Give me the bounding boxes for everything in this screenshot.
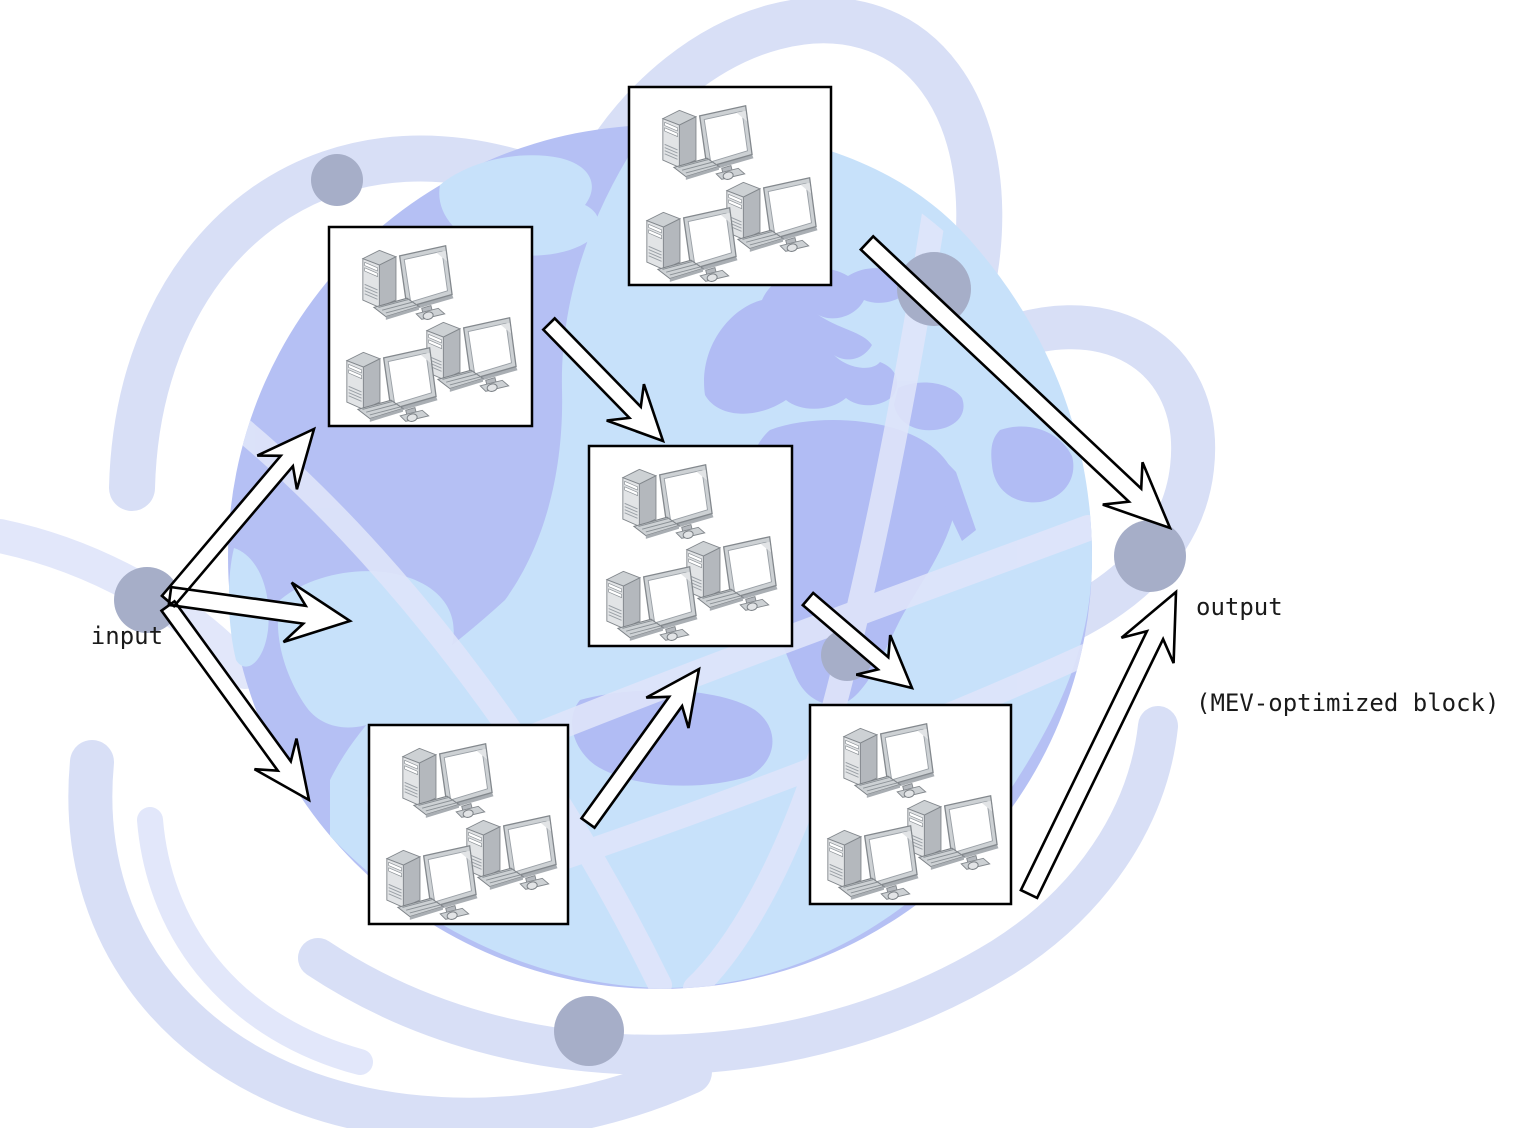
arrow-cluster-center-to-cluster-lower-right	[800, 591, 915, 690]
output-label-line1: output	[1196, 593, 1283, 621]
flow-arrow-fills	[161, 236, 1176, 898]
arrow-cluster-top-to-output	[860, 236, 1170, 528]
workstation-icon	[907, 795, 1000, 871]
workstation-icon	[843, 723, 936, 799]
node-output	[1114, 520, 1186, 592]
node-top-right	[897, 252, 971, 326]
input-label-text: input	[90, 622, 164, 650]
arrow-cluster-upper-left-to-cluster-center	[543, 318, 663, 441]
cluster-box-top	[627, 85, 833, 287]
arrow-cluster-lower-right-to-output	[1019, 589, 1178, 900]
arrow-input-to-cluster-lower-left	[159, 599, 311, 803]
arrow-input-to-network	[167, 581, 353, 644]
node-top-left	[311, 154, 363, 206]
land-nile-strip	[930, 445, 976, 541]
cluster-boxes	[327, 85, 1013, 926]
workstation-icon	[622, 464, 715, 540]
workstation-icon	[827, 825, 920, 901]
arrow-input-to-cluster-lower-left	[161, 601, 309, 800]
output-label-line2: (MEV-optimized block)	[1196, 689, 1500, 717]
workstation-icon	[646, 207, 739, 283]
arrow-cluster-lower-left-to-cluster-center	[579, 666, 701, 830]
workstation-icon	[386, 845, 479, 921]
flow-arrow-outlines	[159, 234, 1178, 900]
workstation-icon	[686, 536, 779, 612]
workstation-icon	[726, 177, 819, 253]
node-input	[114, 567, 180, 633]
orbit-arc-bottom-left-inner	[137, 807, 373, 1075]
workstation-icon	[346, 347, 439, 423]
arrow-cluster-top-to-output	[858, 234, 1173, 531]
land-arabia	[991, 426, 1074, 503]
cluster-box-lower-right	[808, 703, 1013, 906]
arrow-input-to-cluster-upper-left	[161, 429, 314, 607]
cluster-box-upper-left	[327, 225, 534, 428]
node-bottom	[554, 996, 624, 1066]
orbit-arc-bottom	[298, 706, 1178, 1075]
arrow-input-to-network	[168, 582, 350, 642]
workstation-icon	[362, 245, 455, 321]
orbit-arc-top-left	[109, 135, 601, 511]
land-europe	[704, 268, 912, 414]
front-band-left-diagonal	[231, 418, 672, 989]
arrow-cluster-upper-left-to-cluster-center	[541, 316, 666, 444]
workstation-icon	[606, 566, 699, 642]
orbit-arc-bottom-left	[68, 740, 712, 1128]
input-label: input	[33, 588, 163, 684]
output-label: output (MEV-optimized block)	[1196, 527, 1499, 783]
orbit-rings	[0, 0, 1216, 1128]
network-nodes	[114, 154, 1186, 1066]
workstation-icon	[426, 317, 519, 393]
workstation-icon	[662, 105, 755, 181]
cluster-box-center	[587, 444, 794, 648]
arrow-cluster-center-to-cluster-lower-right	[802, 592, 912, 688]
workstation-icon	[402, 743, 495, 819]
arrow-input-to-cluster-upper-left	[160, 426, 317, 609]
arrow-cluster-lower-left-to-cluster-center	[581, 669, 699, 828]
workstation-icon	[466, 815, 559, 891]
cluster-box-lower-left	[367, 723, 570, 926]
arrow-cluster-lower-right-to-output	[1020, 592, 1176, 898]
